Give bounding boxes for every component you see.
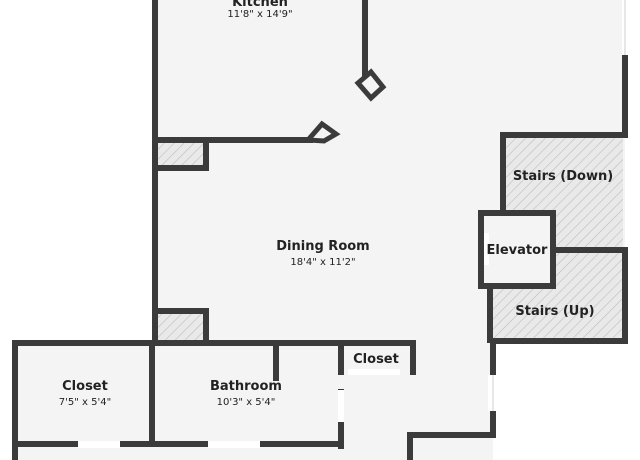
window-closet-bottom <box>78 441 120 448</box>
columns <box>302 68 387 144</box>
hatched-areas <box>156 137 623 340</box>
bathroom-dims: 10'3" x 5'4" <box>217 397 276 408</box>
bathroom-name: Bathroom <box>210 379 282 394</box>
window-hallway <box>488 375 496 411</box>
wall-right-lower <box>407 210 628 460</box>
dining-room-name: Dining Room <box>276 239 369 254</box>
elevator-floor <box>484 215 550 284</box>
dining-room-dims: 18'4" x 11'2" <box>290 257 355 268</box>
kitchen-name: Kitchen <box>232 0 288 10</box>
walls <box>12 0 628 460</box>
column-lower <box>302 120 341 144</box>
stairs-up-name: Stairs (Up) <box>515 304 594 319</box>
windows <box>78 0 628 448</box>
wall-lower-top <box>12 340 416 375</box>
room-labels: Kitchen 11'8" x 14'9" Dining Room 18'4" … <box>59 0 613 408</box>
kitchen-floor <box>155 0 625 140</box>
elevator-name: Elevator <box>487 243 549 258</box>
window-bathroom-bottom <box>208 441 260 448</box>
dining-room-floor <box>155 138 502 343</box>
window-elevator <box>484 233 489 265</box>
lower-rooms-floor <box>15 343 338 460</box>
column-upper <box>354 68 387 102</box>
wall-right-upper <box>500 0 628 216</box>
closet-left-name: Closet <box>62 379 108 394</box>
lower-shaft-hatch <box>156 311 204 340</box>
wall-upper-shaft <box>152 137 209 171</box>
closet-left-dims: 7'5" x 5'4" <box>59 397 111 408</box>
opening-closet-small <box>348 369 400 375</box>
kitchen-dims: 11'8" x 14'9" <box>227 9 292 20</box>
window-bathroom-right <box>338 390 344 422</box>
upper-shaft-hatch <box>156 143 204 168</box>
wall-elevator-sides <box>478 210 556 289</box>
wall-lower-shaft <box>152 308 209 343</box>
closet-small-name: Closet <box>353 352 399 367</box>
stairs-down-name: Stairs (Down) <box>513 169 613 184</box>
